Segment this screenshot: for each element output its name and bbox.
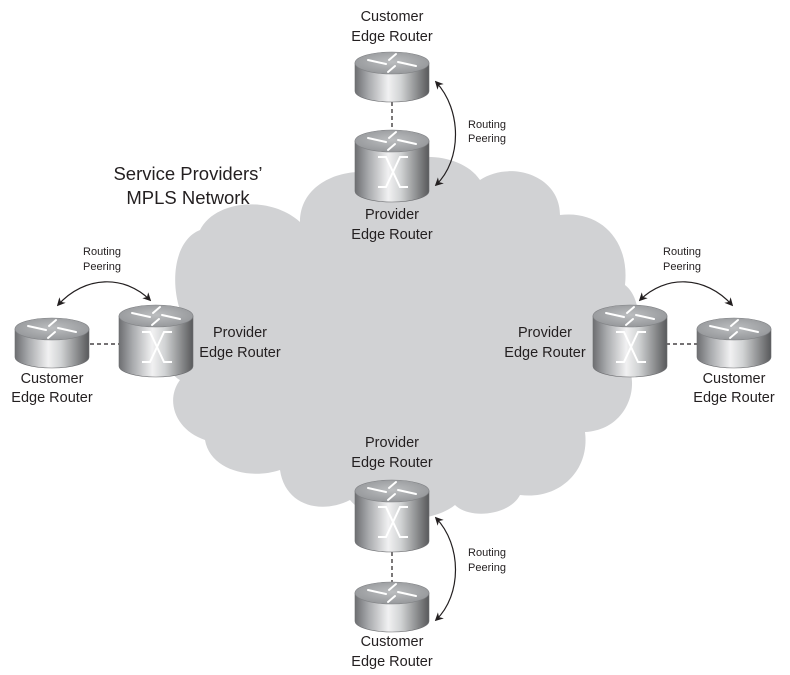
top-provider-label-2: Edge Router	[351, 227, 433, 243]
bottom-customer-router	[354, 581, 430, 633]
bottom-customer-label-1: Customer	[361, 634, 424, 650]
routers	[14, 51, 772, 633]
right-customer-router	[696, 317, 772, 369]
peering-arrow-right	[638, 281, 734, 307]
left-customer-router	[14, 317, 90, 369]
left-customer-label-1: Customer	[21, 371, 84, 387]
left-provider-label-2: Edge Router	[199, 345, 281, 361]
router-arrows-icon	[367, 481, 417, 501]
right-peering-label-2: Peering	[663, 261, 701, 273]
bottom-provider-label-1: Provider	[365, 435, 419, 451]
bottom-customer-label-2: Edge Router	[351, 654, 433, 670]
top-provider-label-1: Provider	[365, 207, 419, 223]
router-arrows-icon	[367, 53, 417, 73]
bottom-peering-label-1: Routing	[468, 547, 506, 559]
peering-arrows	[56, 80, 734, 622]
switch-cross-icon	[142, 331, 172, 363]
network-title: Service Providers’ MPLS Network	[113, 163, 262, 208]
left-peering-label-2: Peering	[83, 261, 121, 273]
router-arrows-icon	[605, 306, 655, 326]
top-peering-label-2: Peering	[468, 133, 506, 145]
left-peering-label-1: Routing	[83, 246, 121, 258]
right-customer-label-1: Customer	[703, 371, 766, 387]
router-arrows-icon	[27, 319, 77, 339]
peering-arrow-top	[434, 80, 457, 187]
peering-arrow-left	[56, 281, 152, 307]
switch-cross-icon	[378, 156, 408, 188]
title-line-1: Service Providers’	[113, 163, 262, 184]
right-provider-label-1: Provider	[518, 325, 572, 341]
left-customer-label-2: Edge Router	[11, 390, 93, 406]
router-arrows-icon	[709, 319, 759, 339]
top-customer-label-1: Customer	[361, 9, 424, 25]
title-line-2: MPLS Network	[126, 187, 250, 208]
left-provider-router	[118, 304, 194, 378]
right-provider-label-2: Edge Router	[504, 345, 586, 361]
mpls-cloud	[165, 156, 639, 520]
top-provider-router	[354, 129, 430, 203]
peering-arrow-bottom	[434, 516, 457, 622]
right-provider-router	[592, 304, 668, 378]
top-peering-label-1: Routing	[468, 119, 506, 131]
router-arrows-icon	[367, 583, 417, 603]
labels: Customer Edge Router Provider Edge Route…	[11, 9, 775, 670]
right-customer-label-2: Edge Router	[693, 390, 775, 406]
top-customer-label-2: Edge Router	[351, 29, 433, 45]
right-peering-label-1: Routing	[663, 246, 701, 258]
bottom-provider-router	[354, 479, 430, 553]
links	[90, 95, 698, 585]
bottom-provider-label-2: Edge Router	[351, 455, 433, 471]
router-arrows-icon	[131, 306, 181, 326]
top-customer-router	[354, 51, 430, 103]
switch-cross-icon	[378, 506, 408, 538]
switch-cross-icon	[616, 331, 646, 363]
bottom-peering-label-2: Peering	[468, 562, 506, 574]
left-provider-label-1: Provider	[213, 325, 267, 341]
router-arrows-icon	[367, 131, 417, 151]
